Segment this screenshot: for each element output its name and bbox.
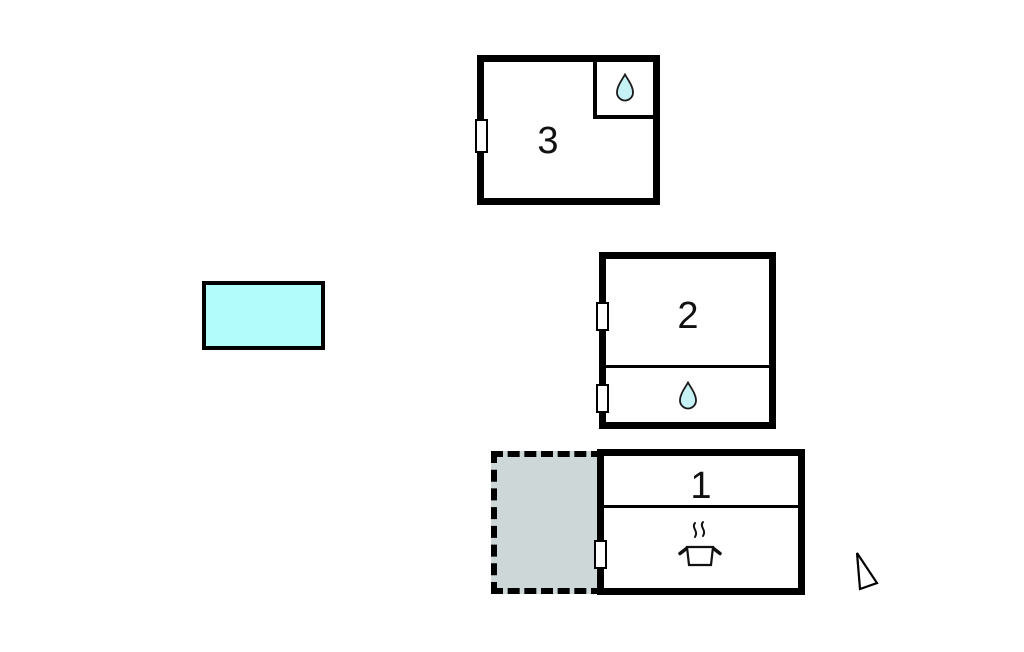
water-drop-icon [679,381,697,410]
north-arrow-icon [855,552,879,591]
room-2-door-marker [596,302,609,331]
room-3-window-marker [475,119,488,153]
room-2-inner-wall [606,365,769,368]
terrace-area [491,451,603,594]
room-1-door-marker [594,540,607,569]
room-1-inner-wall [604,505,798,508]
room-1-label: 1 [690,465,712,507]
water-drop-icon [616,73,634,102]
room-2-door-marker [596,384,609,413]
room-2-label: 2 [677,295,699,337]
room-1 [597,449,805,595]
cooking-pot-icon [678,521,722,567]
swimming-pool [202,281,325,350]
room-3-label: 3 [537,120,559,162]
room-3 [477,55,660,205]
